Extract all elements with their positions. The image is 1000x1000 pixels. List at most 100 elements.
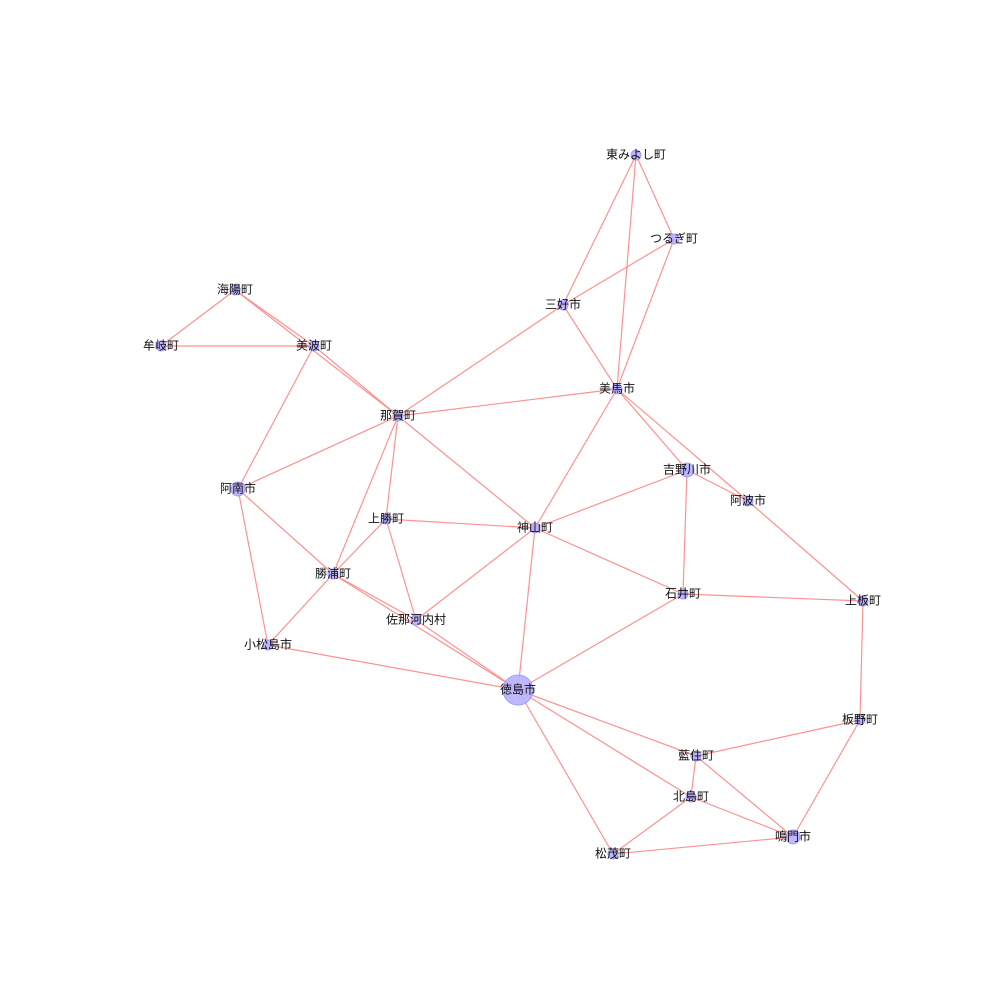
edge-minami-anan: [237, 345, 315, 490]
edge-kamikatsu-kamiyama: [385, 518, 536, 529]
node-anan: 阿南市: [220, 481, 256, 497]
node-marker: [308, 340, 320, 352]
node-label: 佐那河内村: [386, 613, 446, 627]
edge-kitajima-matsushige: [612, 796, 692, 855]
edge-ishii-tokushima: [517, 593, 684, 691]
edge-tsurugi-mima: [616, 238, 675, 390]
node-marker: [742, 495, 754, 507]
node-label: 板野町: [842, 713, 878, 727]
node-awa: 阿波市: [730, 493, 766, 508]
edge-kamiita-itano: [859, 600, 864, 721]
node-katsuura: 勝浦町: [315, 566, 351, 581]
edge-kamiyama-sanagochi: [415, 527, 536, 621]
edge-sanagochi-tokushima: [415, 619, 519, 691]
node-marker: [327, 568, 339, 580]
edge-kaiyo-naka: [234, 289, 399, 417]
edge-miyoshi-mima: [562, 304, 618, 390]
edge-mima-naka: [397, 388, 618, 417]
node-label: 海陽町: [217, 282, 253, 297]
edge-kamiyama-tokushima: [517, 527, 536, 691]
node-label: 勝浦町: [315, 566, 351, 581]
edge-itano-naruto: [792, 719, 861, 838]
node-marker: [262, 639, 274, 651]
node-marker: [690, 750, 702, 762]
node-marker: [392, 410, 404, 422]
edge-matsushige-naruto: [612, 836, 794, 855]
node-label: 美波町: [296, 339, 332, 353]
edge-higashimiyoshi-mima: [616, 154, 637, 390]
node-ishii: 石井町: [665, 587, 701, 601]
edge-kaiyo-mugi: [160, 289, 236, 347]
node-label: 吉野川市: [663, 462, 711, 477]
node-naka: 那賀町: [380, 409, 416, 423]
edge-tokushima-matsushige: [517, 689, 614, 855]
node-kitajima: 北島町: [673, 789, 709, 804]
node-tsurugi: つるぎ町: [650, 232, 698, 246]
node-label: 美馬市: [599, 381, 635, 396]
node-label: 北島町: [673, 789, 709, 804]
node-kamiita: 上板町: [845, 594, 881, 608]
node-label: 東みよし町: [606, 148, 666, 162]
node-tokushima: 徳島市: [500, 674, 536, 706]
node-label: 上勝町: [368, 511, 404, 526]
node-matsushige: 松茂町: [595, 847, 631, 861]
edge-aizumi-naruto: [695, 755, 794, 838]
edge-naka-kamikatsu: [385, 415, 399, 520]
edge-tsurugi-miyoshi: [562, 238, 675, 306]
edge-naka-anan: [237, 415, 399, 490]
graph-edges: [160, 154, 864, 855]
edge-anan-komatsushima: [237, 488, 269, 646]
edge-kamikatsu-sanagochi: [385, 518, 417, 621]
edge-kamiyama-ishii: [534, 527, 684, 595]
node-label: 小松島市: [244, 637, 292, 652]
node-marker: [611, 383, 623, 395]
edge-yoshinogawa-kamiyama: [534, 469, 688, 529]
edge-naka-katsuura: [332, 415, 399, 575]
node-mima: 美馬市: [599, 381, 635, 396]
node-label: 阿南市: [220, 481, 256, 496]
node-naruto: 鳴門市: [775, 829, 811, 845]
node-label: 藍住町: [678, 749, 714, 763]
node-label: 神山町: [517, 521, 553, 535]
node-marker: [557, 299, 569, 311]
node-itano: 板野町: [842, 713, 878, 727]
node-marker: [630, 149, 642, 161]
node-marker: [857, 595, 869, 607]
edge-awa-kamiita: [747, 500, 864, 602]
edge-itano-aizumi: [695, 719, 861, 757]
node-marker: [155, 340, 167, 352]
node-mugi: 牟岐町: [143, 338, 179, 353]
node-kamikatsu: 上勝町: [368, 511, 404, 526]
node-marker: [410, 614, 422, 626]
edge-aizumi-kitajima: [690, 755, 697, 798]
node-label: 上板町: [845, 594, 881, 608]
node-marker: [229, 284, 241, 296]
edge-mima-awa: [616, 388, 749, 502]
node-marker: [679, 462, 695, 478]
edge-miyoshi-naka: [397, 304, 564, 417]
edge-anan-katsuura: [237, 488, 334, 575]
edge-kitajima-naruto: [690, 796, 794, 838]
edge-naka-kamiyama: [397, 415, 536, 529]
node-yoshinogawa: 吉野川市: [663, 462, 711, 478]
edge-higashimiyoshi-miyoshi: [562, 154, 637, 306]
node-kaiyo: 海陽町: [217, 282, 253, 297]
node-label: 阿波市: [730, 493, 766, 508]
node-marker: [685, 791, 697, 803]
node-marker: [854, 714, 866, 726]
edge-kaiyo-minami: [234, 289, 315, 347]
node-marker: [785, 829, 801, 845]
node-label: 徳島市: [500, 682, 536, 697]
node-marker: [677, 588, 689, 600]
edge-mima-yoshinogawa: [616, 388, 688, 471]
node-miyoshi: 三好市: [545, 297, 581, 312]
node-label: 那賀町: [380, 409, 416, 423]
node-minami: 美波町: [296, 339, 332, 353]
edge-yoshinogawa-awa: [686, 469, 749, 502]
node-marker: [668, 233, 680, 245]
node-label: 三好市: [545, 297, 581, 312]
edge-katsuura-tokushima: [332, 573, 519, 691]
node-marker: [607, 848, 619, 860]
